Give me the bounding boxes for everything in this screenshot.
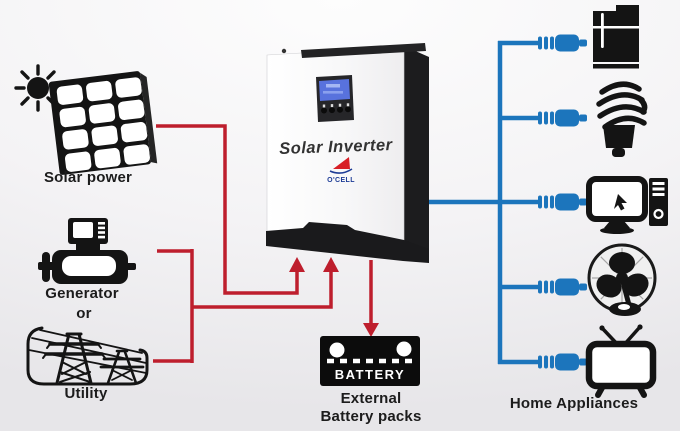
refrigerator-icon (593, 5, 639, 69)
power-plug-icon (538, 353, 587, 371)
brand-logo: O'CELL (327, 157, 355, 184)
battery-caption-line2: Battery packs (320, 408, 422, 425)
battery-terminal (396, 341, 412, 357)
battery-badge: BATTERY (335, 367, 405, 382)
battery-icon: BATTERY (320, 336, 420, 386)
brand-name: O'CELL (327, 177, 355, 184)
electric-fan-icon (587, 243, 657, 316)
inverter-side-panel (404, 46, 429, 259)
solar-input-wire (156, 124, 299, 295)
power-plug-icon (538, 193, 587, 211)
inverter-base (266, 222, 429, 263)
television-icon (585, 324, 657, 398)
battery-terminal (329, 342, 345, 358)
solar-power-label: Solar power (43, 169, 133, 186)
inverter-top-bar (301, 43, 426, 58)
cfl-bulb-icon (596, 81, 648, 157)
solar-inverter-unit: Solar Inverter O'CELL (266, 43, 429, 263)
lcd-screen (319, 79, 350, 101)
power-plug-icon (538, 278, 587, 296)
utility-label: Utility (64, 385, 108, 402)
battery-caption: External Battery packs (321, 390, 422, 426)
cursor-icon (614, 194, 627, 211)
desktop-computer-icon (586, 176, 668, 234)
battery-caption-line1: External (340, 390, 402, 407)
or-label: or (76, 305, 92, 322)
generator-icon (38, 218, 136, 284)
panel-buttons[interactable] (321, 103, 351, 114)
source-wiring (153, 124, 379, 363)
power-plug-icon (538, 109, 587, 127)
inverter-antenna-dot (281, 48, 287, 54)
power-plug-icon (538, 34, 587, 52)
ac-input-branch (192, 272, 333, 309)
arrowhead-up (289, 257, 305, 272)
arrowhead-up (323, 257, 339, 272)
inverter-title: Solar Inverter (279, 136, 394, 158)
appliance-wiring (424, 34, 587, 371)
lcd-glyph (323, 91, 343, 94)
arrowhead-down (363, 323, 379, 337)
home-appliances-label: Home Appliances (509, 395, 639, 412)
generator-label: Generator (45, 285, 119, 302)
lcd-glyph (326, 84, 340, 88)
solar-panel-icon (48, 71, 158, 175)
utility-towers-icon (26, 326, 149, 386)
